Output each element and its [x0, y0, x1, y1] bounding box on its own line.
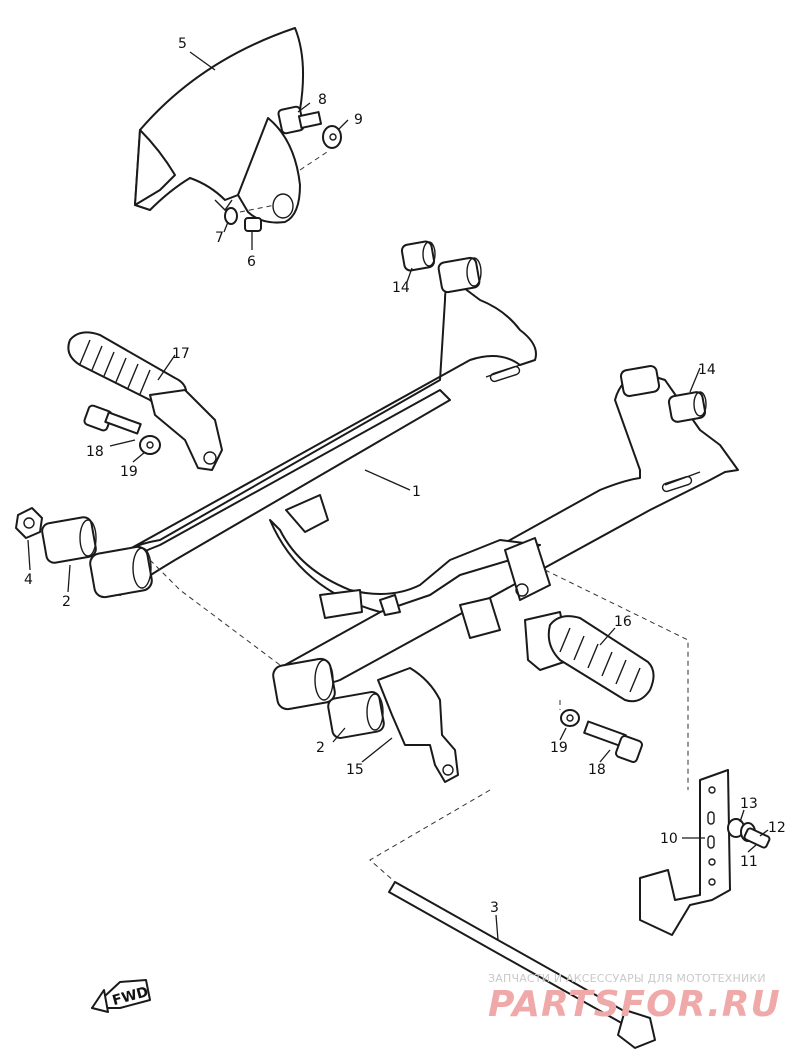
callout-12: 12: [768, 820, 786, 836]
callout-2-left: 2: [62, 594, 71, 610]
callout-15: 15: [346, 762, 364, 778]
part-18-bolt-right: [583, 720, 643, 763]
callout-4: 4: [24, 572, 33, 588]
callout-14-right: 14: [698, 362, 716, 378]
part-3-long-bolt: [388, 881, 656, 1049]
callout-6: 6: [247, 254, 256, 270]
callout-16: 16: [614, 614, 632, 630]
callout-9: 9: [354, 112, 363, 128]
part-10-bracket: [639, 769, 731, 936]
fwd-arrow-icon: FWD: [91, 979, 151, 1013]
assembly-lines: [149, 149, 689, 883]
callout-1: 1: [412, 484, 421, 500]
callout-8: 8: [318, 92, 327, 108]
part-11-bolt: [743, 827, 771, 849]
part-5-cover: [134, 27, 305, 224]
callout-19-right: 19: [550, 740, 568, 756]
callout-18-right: 18: [588, 762, 606, 778]
part-8-bolt: [277, 105, 323, 135]
callout-7: 7: [215, 230, 224, 246]
callout-2-lower: 2: [316, 740, 325, 756]
callout-18-left: 18: [86, 444, 104, 460]
callout-numbers: 5 8 9 7 6 14 14 17 1 4 2 2 15 16 18 19 1…: [24, 36, 786, 916]
part-19-washer-left: [139, 435, 161, 455]
leader-lines: [27, 51, 769, 941]
part-17-footpeg: [67, 331, 223, 471]
part-9-washer: [322, 125, 342, 149]
callout-11: 11: [740, 854, 758, 870]
part-19-washer-right: [560, 709, 580, 727]
part-4-nut: [15, 507, 43, 539]
callout-10: 10: [660, 831, 678, 847]
part-6-bolt: [244, 217, 262, 232]
part-7-washer: [224, 207, 238, 225]
callout-19-left: 19: [120, 464, 138, 480]
part-2-bushing-lower: [272, 657, 385, 739]
part-15-bracket: [377, 667, 459, 783]
part-18-bolt-left: [83, 404, 142, 435]
callout-17: 17: [172, 346, 190, 362]
part-1-frame: [104, 281, 739, 684]
part-14-bushing-upper: [400, 240, 482, 294]
watermark-logo: PARTSFOR.RU: [488, 984, 781, 1025]
callout-14-upper: 14: [392, 280, 410, 296]
callout-13: 13: [740, 796, 758, 812]
watermark-caption: ЗАПЧАСТИ И АКСЕССУАРЫ ДЛЯ МОТОТЕХНИКИ: [488, 972, 766, 985]
callout-5: 5: [178, 36, 187, 52]
part-16-footpeg: [524, 611, 655, 703]
part-14-bushing-right: [619, 365, 707, 423]
callout-3: 3: [490, 900, 499, 916]
part-2-bushing-left: [41, 516, 153, 599]
